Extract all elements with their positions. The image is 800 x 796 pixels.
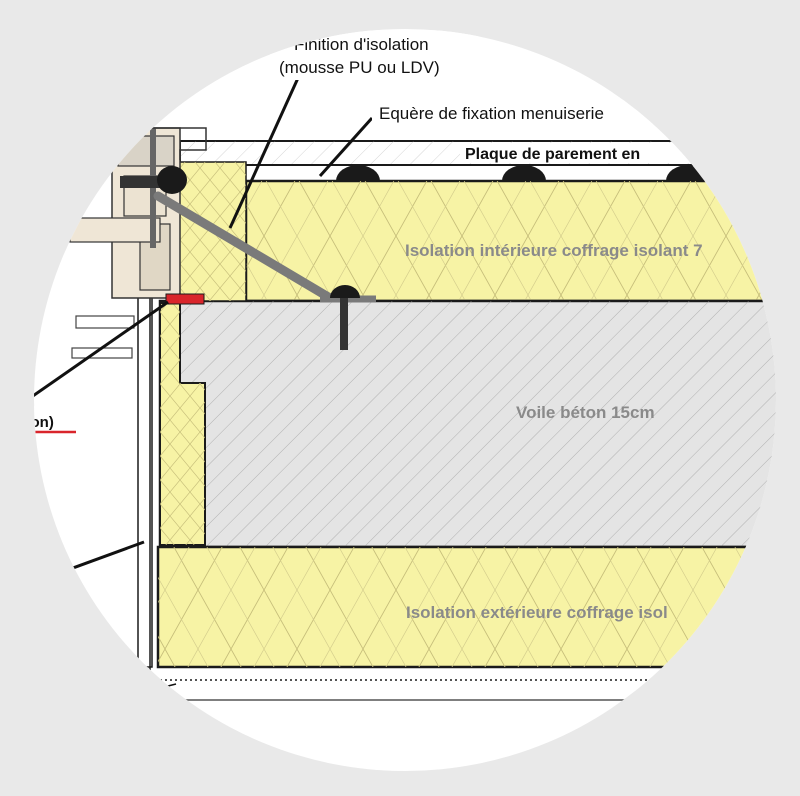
concrete-wall-label: Voile béton 15cm — [516, 403, 655, 422]
leader-equerre — [318, 116, 374, 178]
beton-fragment-label: béton) — [8, 414, 54, 431]
equerre-label: Equère de fixation menuiserie — [379, 104, 604, 123]
interior-insulation-label: Isolation intérieure coffrage isolant 7 — [405, 241, 703, 260]
finition-label-line2: (mousse PU ou LDV) — [279, 58, 440, 77]
leader-finition — [228, 77, 300, 229]
parement-plate-label: Plaque de parement en — [465, 146, 640, 163]
seal-icon — [165, 293, 205, 305]
exterior-insulation-label: Isolation extérieure coffrage isol — [406, 603, 668, 622]
spacer-clip — [336, 165, 380, 181]
leader-seal — [34, 300, 169, 400]
finition-label-line1: Finition d'isolation — [294, 35, 429, 54]
fixing-bolt-icon — [330, 285, 360, 350]
spacer-clip — [502, 165, 546, 181]
section-drawing: Isolation intérieure coffrage isolant 7 … — [8, 30, 776, 701]
